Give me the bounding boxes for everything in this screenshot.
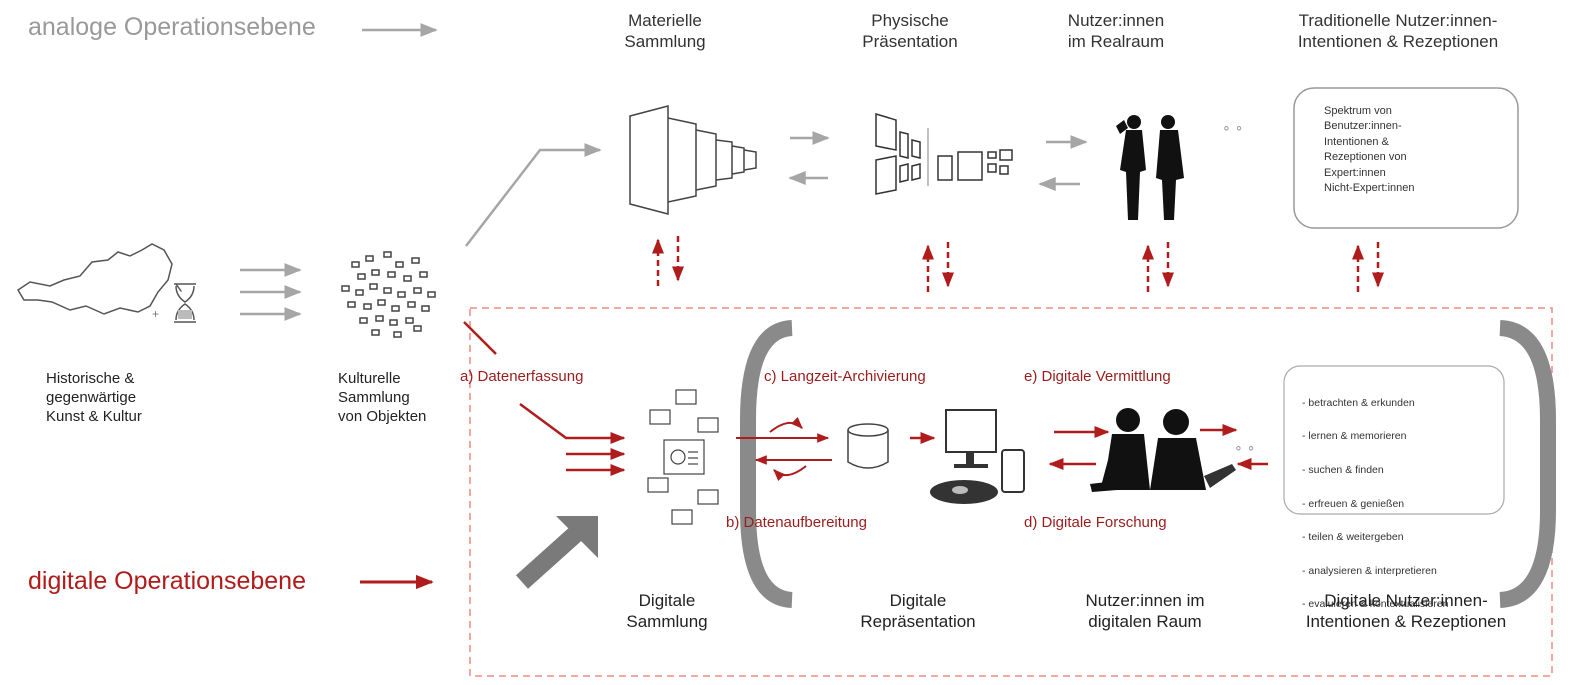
archive-hall-icon bbox=[629, 105, 757, 215]
step-c: c) Langzeit-Archivierung bbox=[764, 368, 926, 385]
digital-box-item: - evaluieren & kontextualisieren bbox=[1302, 598, 1449, 611]
digital-box-item: - suchen & finden bbox=[1302, 463, 1384, 476]
ellipsis-digital: ∘ ∘ bbox=[1234, 439, 1255, 455]
analog-branch-arrow bbox=[465, 143, 602, 247]
visitors-silhouette-icon bbox=[1116, 115, 1184, 220]
digital-level-label: digitale Operationsebene bbox=[28, 567, 306, 595]
step-d: d) Digitale Forschung bbox=[1024, 514, 1167, 531]
computer-icon bbox=[930, 409, 1025, 504]
collection-label: Kulturelle Sammlung von Objekten bbox=[338, 370, 427, 425]
digital-box-item: - teilen & weitergeben bbox=[1302, 531, 1404, 544]
analog-col-reception: Traditionelle Nutzer:innen- Intentionen … bbox=[1297, 11, 1499, 52]
researchers-silhouette-icon bbox=[1090, 408, 1236, 492]
analog-exchange-arrows bbox=[788, 131, 1088, 191]
analog-col-material: Materielle Sammlung bbox=[624, 11, 706, 52]
left-bracket bbox=[740, 320, 793, 608]
digital-reception-box bbox=[1283, 365, 1505, 515]
step-b: b) Datenaufbereitung bbox=[726, 514, 867, 531]
hourglass-icon bbox=[174, 283, 196, 323]
digital-objects-icon bbox=[647, 389, 719, 525]
traditional-reception-box bbox=[1293, 87, 1519, 229]
user-exchange-arrows bbox=[1048, 424, 1268, 470]
analog-level-label: analoge Operationsebene bbox=[28, 13, 316, 41]
exhibition-frames-icon bbox=[875, 112, 1013, 195]
grey-triple-arrows bbox=[240, 263, 302, 321]
analog-col-physical: Physische Präsentation bbox=[862, 11, 958, 52]
analog-col-users: Nutzer:innen im Realraum bbox=[1067, 11, 1165, 52]
database-icon bbox=[847, 423, 889, 469]
step-a: a) Datenerfassung bbox=[460, 368, 584, 385]
digital-box-item: - analysieren & interpretieren bbox=[1302, 564, 1437, 577]
digital-box-item: - betrachten & erkunden bbox=[1302, 396, 1415, 409]
digital-col-users: Nutzer:innen im digitalen Raum bbox=[1085, 591, 1205, 632]
vertical-exchange-arrows bbox=[652, 236, 1384, 292]
digital-col-reception: Digitale Nutzer:innen- Intentionen & Rez… bbox=[1305, 591, 1507, 632]
digital-box-item: - lernen & memorieren bbox=[1302, 430, 1407, 443]
digital-box-item: - erfreuen & genießen bbox=[1302, 497, 1405, 510]
step-e: e) Digitale Vermittlung bbox=[1024, 368, 1171, 385]
objects-cloud-icon bbox=[341, 251, 436, 338]
heritage-label: Historische & gegenwärtige Kunst & Kultu… bbox=[46, 370, 142, 425]
digital-branch-line bbox=[463, 321, 497, 355]
traditional-box-text: Spektrum von Benutzer:innen- Intentionen… bbox=[1324, 105, 1415, 194]
data-capture-arrows bbox=[519, 402, 626, 476]
digital-col-collection: Digitale Sammlung bbox=[626, 591, 708, 632]
big-arrow-icon bbox=[515, 516, 598, 589]
ellipsis-analog: ∘ ∘ bbox=[1222, 119, 1243, 135]
svg-text:+: + bbox=[152, 307, 159, 321]
digital-box-list: - betrachten & erkunden - lernen & memor… bbox=[1302, 378, 1449, 630]
archiving-loop-arrows bbox=[736, 416, 832, 482]
digital-col-representation: Digitale Repräsentation bbox=[860, 591, 976, 632]
right-bracket bbox=[1499, 320, 1556, 608]
austria-map-icon: + bbox=[16, 243, 173, 321]
